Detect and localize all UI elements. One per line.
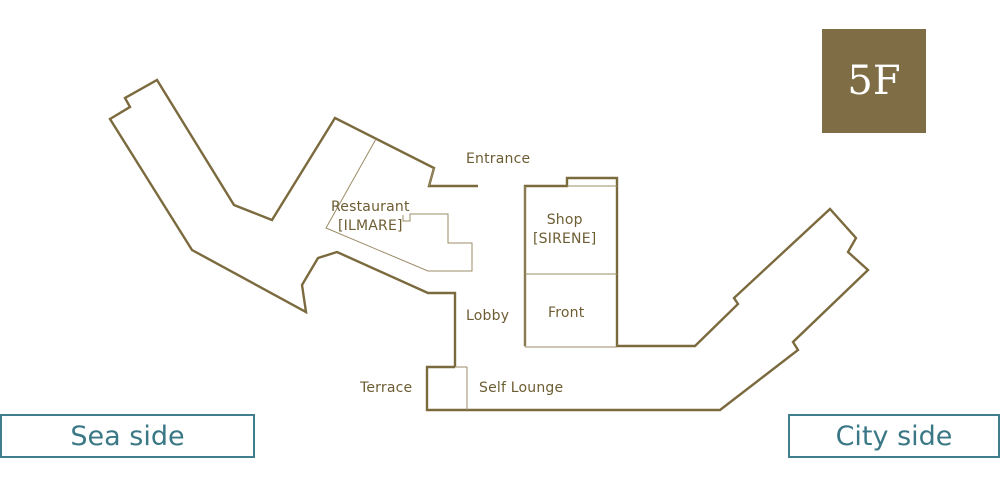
- sea-side-button[interactable]: Sea side: [0, 414, 255, 458]
- label-restaurant[interactable]: Restaurant [ILMARE]: [331, 199, 410, 234]
- label-lobby: Lobby: [466, 308, 510, 324]
- restaurant-interior: [325, 138, 473, 272]
- city-side-button[interactable]: City side: [788, 414, 1000, 458]
- floor-badge: 5F: [822, 29, 926, 133]
- terrace-wall: [425, 176, 870, 412]
- label-terrace: Terrace: [360, 380, 413, 396]
- label-front[interactable]: Front: [548, 305, 585, 321]
- label-shop[interactable]: Shop [SIRENE]: [533, 212, 597, 247]
- restaurant-entry-line: [428, 167, 435, 187]
- label-self-lounge: Self Lounge: [479, 380, 564, 396]
- label-entrance: Entrance: [466, 151, 531, 167]
- left-wing-wall: [108, 78, 478, 367]
